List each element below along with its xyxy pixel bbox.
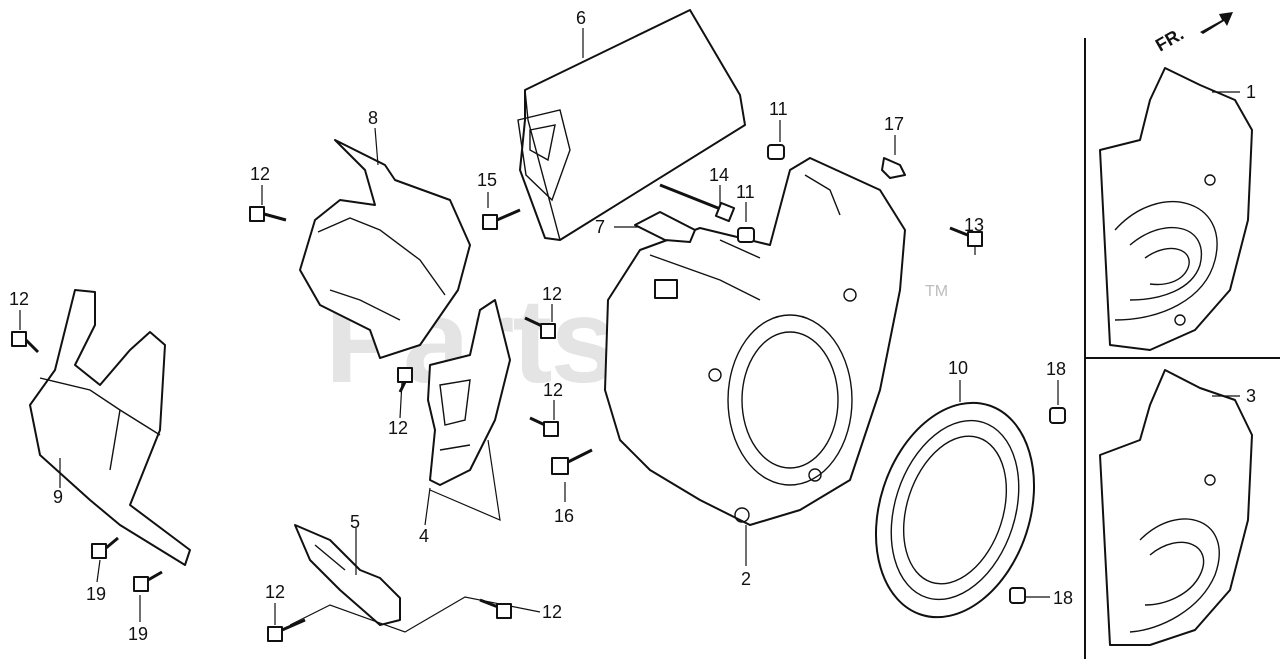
part-14-bolt bbox=[659, 183, 736, 223]
bolt-13-icon bbox=[949, 226, 983, 247]
part-4-bracket bbox=[427, 299, 511, 486]
part-8-plate bbox=[299, 139, 471, 359]
leader-lines bbox=[19, 28, 1240, 633]
bolt-12-icon bbox=[11, 331, 40, 354]
bolt-12-icon bbox=[397, 367, 413, 393]
callout-4: 4 bbox=[419, 526, 429, 546]
callout-5: 5 bbox=[350, 512, 360, 532]
nut-11-icon bbox=[737, 227, 755, 243]
callout-2: 2 bbox=[741, 569, 751, 589]
inset-part-1-housing bbox=[1099, 67, 1253, 351]
bolt-19-icon bbox=[133, 570, 163, 592]
bolt-12-icon bbox=[529, 416, 559, 437]
bolt-12-icon bbox=[479, 598, 512, 619]
inset-part-3-housing bbox=[1099, 369, 1253, 646]
callout-3: 3 bbox=[1246, 386, 1256, 406]
callout-19b: 19 bbox=[128, 624, 148, 644]
callout-18b: 18 bbox=[1053, 588, 1073, 608]
nut-18-icon bbox=[1009, 587, 1026, 604]
front-direction-arrow-icon bbox=[1200, 12, 1233, 34]
callout-12b: 12 bbox=[9, 289, 29, 309]
callout-labels: 1 2 3 4 5 6 7 8 9 10 11 11 12 12 12 12 1… bbox=[9, 8, 1256, 644]
callout-11a: 11 bbox=[769, 99, 788, 119]
callout-12a: 12 bbox=[250, 164, 270, 184]
callout-12f: 12 bbox=[265, 582, 285, 602]
bolt-16-icon bbox=[551, 448, 593, 475]
bolt-12-icon bbox=[267, 618, 306, 642]
callout-12e: 12 bbox=[388, 418, 408, 438]
callout-13: 13 bbox=[964, 215, 984, 235]
callout-14: 14 bbox=[709, 165, 729, 185]
part-6-cover bbox=[517, 9, 746, 241]
callout-8: 8 bbox=[368, 108, 378, 128]
callout-12d: 12 bbox=[543, 380, 563, 400]
callout-7: 7 bbox=[595, 217, 605, 237]
clip-17-icon bbox=[881, 157, 906, 179]
fasteners bbox=[11, 144, 1066, 642]
callout-12c: 12 bbox=[542, 284, 562, 304]
watermark-trademark: TM bbox=[925, 283, 948, 300]
callout-6: 6 bbox=[576, 8, 586, 28]
callout-10: 10 bbox=[948, 358, 968, 378]
callout-1: 1 bbox=[1246, 82, 1256, 102]
callout-16: 16 bbox=[554, 506, 574, 526]
callout-9: 9 bbox=[53, 487, 63, 507]
part-2-fan-housing bbox=[604, 157, 906, 526]
callout-18a: 18 bbox=[1046, 359, 1066, 379]
front-direction-label: FR. bbox=[1152, 24, 1187, 56]
bolt-19-icon bbox=[91, 536, 119, 559]
callout-12g: 12 bbox=[542, 602, 562, 622]
callout-17: 17 bbox=[884, 114, 904, 134]
part-9-plate bbox=[29, 289, 191, 566]
nut-18-icon bbox=[1049, 407, 1066, 424]
nut-11-icon bbox=[767, 144, 785, 160]
callout-19a: 19 bbox=[86, 584, 106, 604]
bolt-12-icon bbox=[249, 206, 287, 222]
part-5-bracket bbox=[294, 524, 401, 626]
part-7-clip bbox=[634, 211, 696, 243]
front-direction-indicator: FR. bbox=[1152, 12, 1233, 55]
callout-11b: 11 bbox=[736, 182, 755, 202]
bolt-12-icon bbox=[524, 316, 556, 339]
bolt-15-icon bbox=[482, 208, 521, 230]
part-10-ring-guard bbox=[874, 401, 1036, 619]
callout-15: 15 bbox=[477, 170, 497, 190]
